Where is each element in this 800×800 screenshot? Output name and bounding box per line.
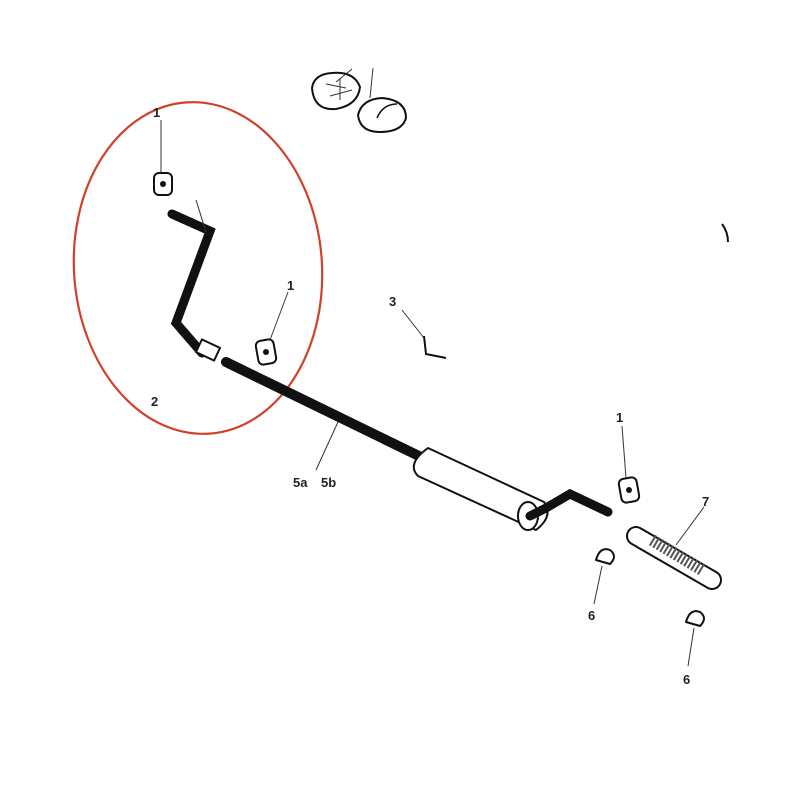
rubber-mount-mid bbox=[254, 291, 289, 366]
label-mount-mid: 1 bbox=[287, 278, 294, 293]
partial-part-edge bbox=[721, 223, 729, 243]
rubber-mount-top bbox=[153, 120, 173, 196]
label-front-pipe: 2 bbox=[151, 394, 158, 409]
clip bbox=[401, 309, 447, 359]
label-mount-top: 1 bbox=[153, 105, 160, 120]
catalyst-heat-shield-left bbox=[311, 68, 361, 111]
label-clip: 3 bbox=[389, 294, 396, 309]
label-clamp-a: 6 bbox=[588, 608, 595, 623]
label-mount-rear: 1 bbox=[616, 410, 623, 425]
label-section-b: 5b bbox=[321, 475, 336, 490]
label-section-a: 5a bbox=[293, 475, 308, 490]
catalyst-heat-shield-right bbox=[357, 67, 407, 133]
clamp-a bbox=[593, 548, 615, 605]
flex-pipe bbox=[626, 506, 722, 590]
front-pipe bbox=[167, 199, 222, 362]
label-flex-pipe: 7 bbox=[702, 494, 709, 509]
label-clamp-b: 6 bbox=[683, 672, 690, 687]
rubber-mount-rear bbox=[617, 425, 641, 504]
clamp-b bbox=[685, 610, 705, 667]
highlight-circle bbox=[72, 101, 324, 435]
rear-muffler bbox=[412, 447, 613, 531]
intermediate-pipe bbox=[221, 357, 426, 471]
